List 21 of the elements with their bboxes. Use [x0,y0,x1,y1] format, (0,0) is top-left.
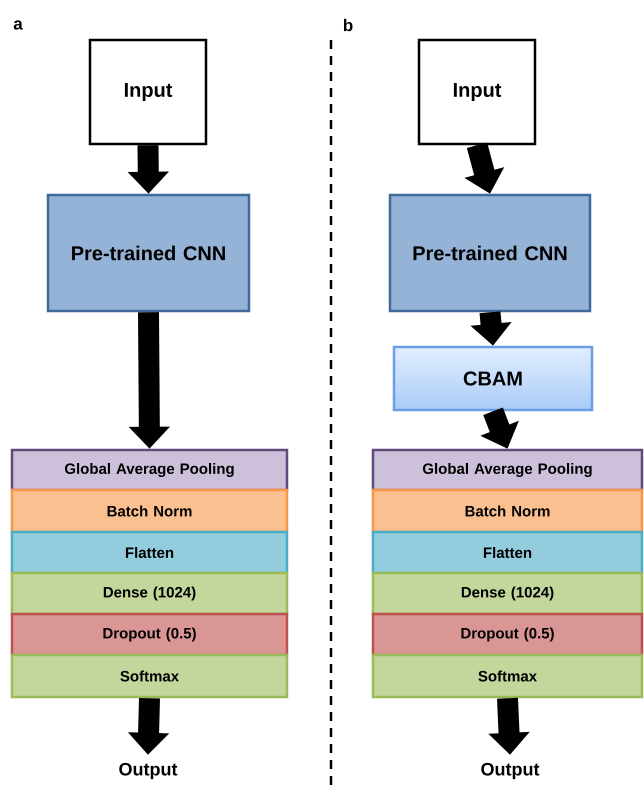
cbam-box: CBAM [392,346,594,412]
pooling-layer-box: Global Average Pooling [372,448,644,492]
dropout-layer-box: Dropout (0.5) [372,612,644,656]
cnn-box: Pre-trained CNN [46,194,250,312]
flatten-layer-box: Flatten [10,530,288,574]
dense-layer-box: Dense (1024) [10,572,288,616]
panel-label: b [344,18,352,32]
dense-layer-box: Dense (1024) [372,572,644,616]
dropout-layer-box: Dropout (0.5) [10,612,288,656]
output-label: Output [119,762,178,780]
softmax-layer-box: Softmax [10,654,288,698]
cnn-box: Pre-trained CNN [388,194,592,312]
input-box: Input [418,38,536,146]
output-label: Output [481,762,540,780]
batch-norm-layer-box: Batch Norm [372,488,644,534]
input-box: Input [88,38,208,146]
softmax-layer-box: Softmax [372,654,644,698]
batch-norm-layer-box: Batch Norm [10,488,288,534]
panel-label: a [14,20,23,30]
flatten-layer-box: Flatten [372,530,644,574]
pooling-layer-box: Global Average Pooling [10,448,288,492]
